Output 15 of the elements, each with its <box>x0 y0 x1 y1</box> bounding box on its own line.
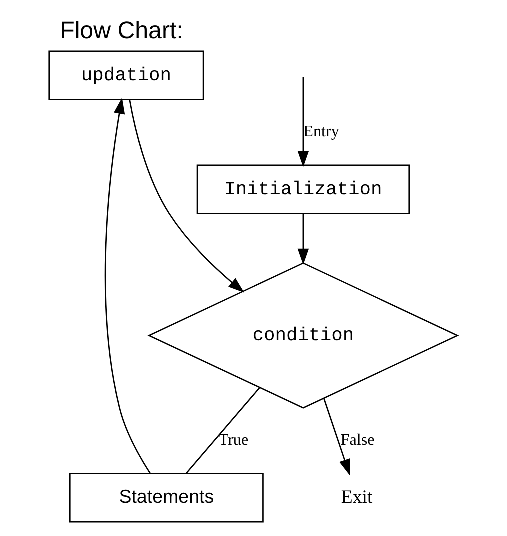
arrow <box>324 398 350 476</box>
arrow <box>298 77 310 168</box>
node-box: updation <box>48 50 204 100</box>
arrow <box>129 100 244 293</box>
node-box: Statements <box>69 473 264 523</box>
edge-label: False <box>340 432 375 450</box>
node-box: Initialization <box>196 164 410 214</box>
connector <box>186 388 260 474</box>
node-text: Exit <box>341 486 373 508</box>
diagram-title: Flow Chart: <box>60 18 184 45</box>
arrow <box>104 98 151 474</box>
edge-label: True <box>218 432 249 450</box>
arrow <box>298 214 310 266</box>
edge-label: Entry <box>304 124 340 141</box>
node-diamond: condition <box>148 262 460 409</box>
